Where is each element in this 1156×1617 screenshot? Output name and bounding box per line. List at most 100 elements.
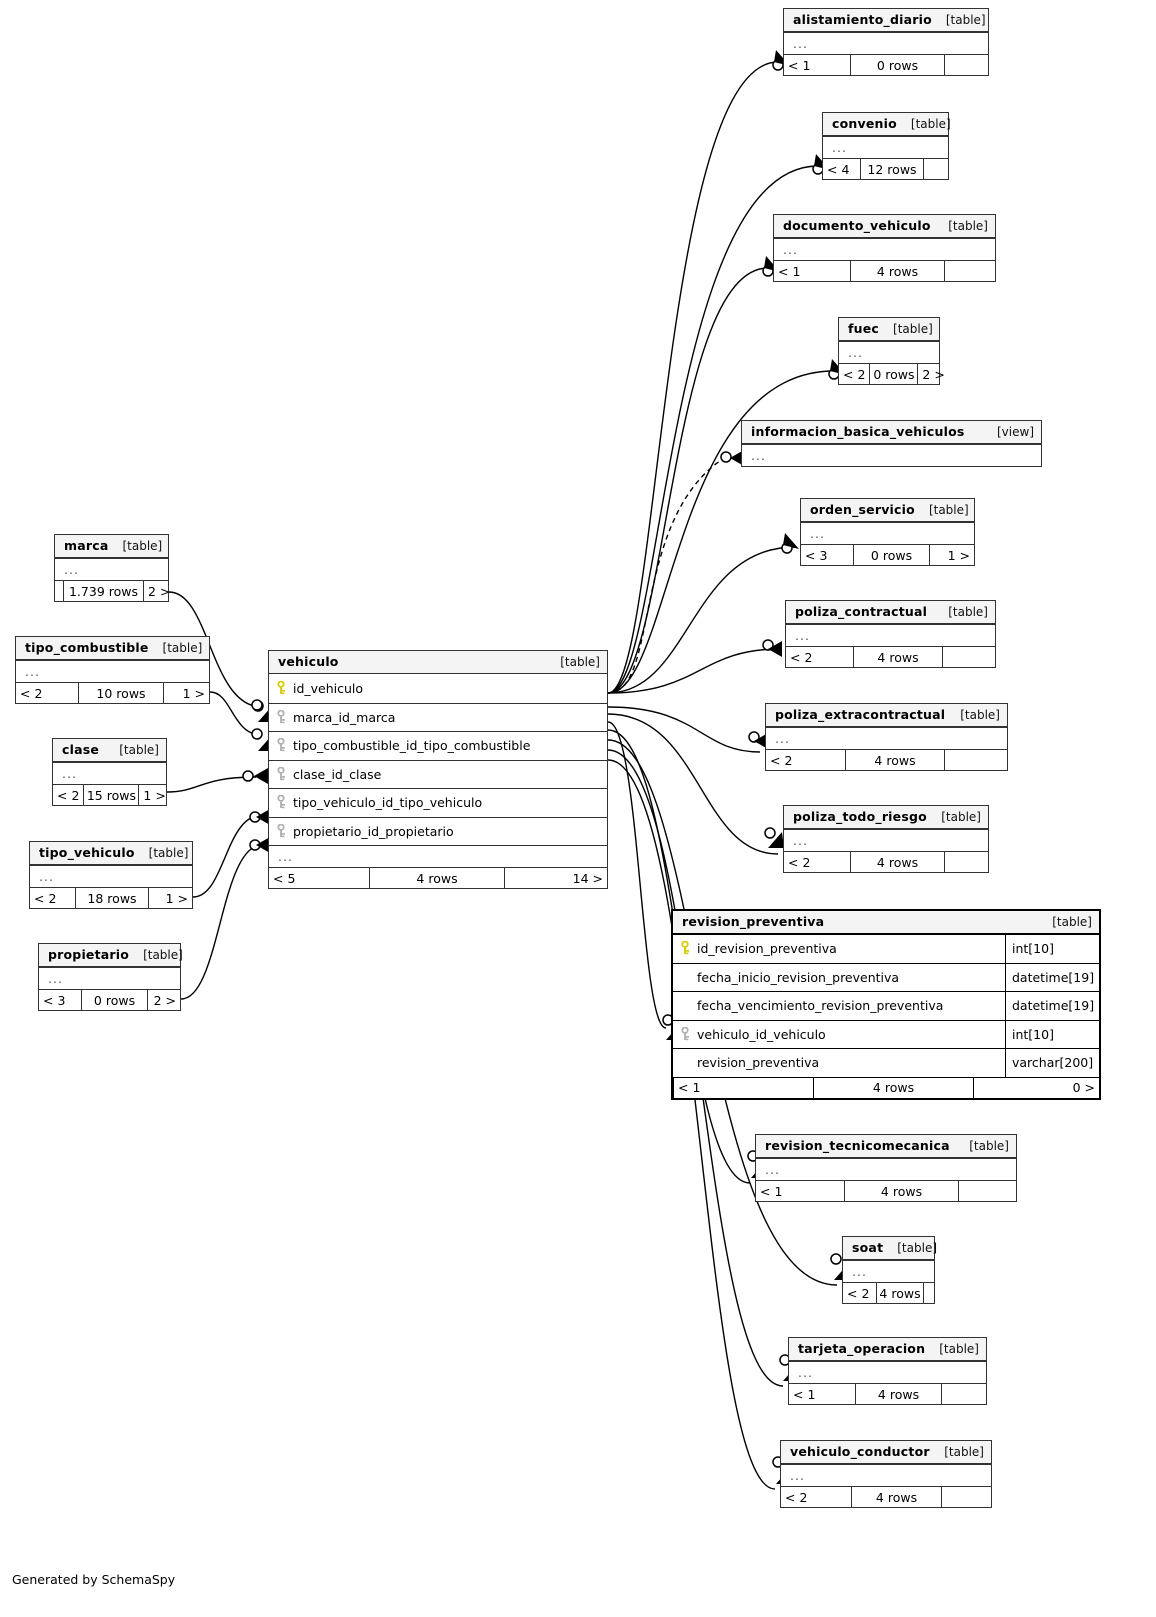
table-more-columns-ellipsis[interactable]: ... — [756, 1158, 1016, 1180]
table-name-convenio: convenio — [832, 116, 897, 131]
table-header-soat: soat[table] — [843, 1237, 937, 1260]
table-more-columns-ellipsis[interactable]: ... — [784, 829, 988, 851]
parent-relations-count: < 2 — [843, 366, 866, 382]
table-row[interactable]: tipo_combustible_id_tipo_combustible — [269, 731, 607, 760]
table-kind-clase: [table] — [119, 742, 159, 757]
table-box-revision_preventiva[interactable]: revision_preventiva[table]id_revision_pr… — [671, 909, 1101, 1100]
parent-relations-count: < 2 — [788, 854, 811, 870]
table-row[interactable]: propietario_id_propietario — [269, 816, 607, 846]
child-relations-count: 2 > — [917, 364, 948, 384]
table-kind-tipo_vehiculo: [table] — [148, 845, 189, 860]
table-more-columns-ellipsis[interactable]: ... — [53, 762, 166, 784]
table-box-informacion_basica_vehiculos[interactable]: informacion_basica_vehiculos [view]... — [741, 420, 1042, 467]
row-count: 4 rows — [845, 750, 944, 770]
table-name-revision_preventiva: revision_preventiva — [682, 914, 825, 929]
parent-relations-count: < 3 — [805, 547, 828, 563]
table-more-columns-ellipsis[interactable]: ... — [55, 558, 168, 580]
table-name-tipo_combustible: tipo_combustible — [25, 640, 149, 655]
table-kind-fuec: [table] — [893, 321, 933, 336]
column-name: clase_id_clase — [293, 766, 382, 782]
table-row[interactable]: marca_id_marca — [269, 702, 607, 732]
table-kind-informacion_basica_vehiculos: [view] — [997, 424, 1034, 439]
table-kind-vehiculo: [table] — [560, 654, 600, 669]
table-more-columns-ellipsis[interactable]: ... — [789, 1361, 986, 1383]
foreign-key-icon — [277, 795, 290, 810]
table-kind-poliza_todo_riesgo: [table] — [941, 809, 981, 824]
column-type: int[10] — [1005, 1020, 1099, 1048]
foreign-key-icon — [681, 1026, 694, 1042]
table-more-columns-ellipsis[interactable]: ... — [30, 865, 192, 887]
table-more-columns-ellipsis[interactable]: ... — [839, 341, 939, 363]
table-more-columns-ellipsis[interactable]: ... — [742, 444, 1041, 466]
table-more-columns-ellipsis[interactable]: ... — [269, 845, 607, 867]
parent-relations-count: < 2 — [34, 890, 57, 906]
foreign-key-icon — [277, 738, 290, 753]
child-relations-count: 1 > — [138, 785, 169, 805]
table-more-columns-ellipsis[interactable]: ... — [781, 1464, 991, 1486]
table-header-convenio: convenio [table] — [823, 113, 951, 136]
table-more-columns-ellipsis[interactable]: ... — [784, 32, 988, 54]
row-count: 15 rows — [83, 785, 138, 805]
column-name: propietario_id_propietario — [293, 823, 454, 839]
table-more-columns-ellipsis[interactable]: ... — [39, 967, 180, 989]
parent-relations-count: < 1 — [673, 1077, 813, 1098]
table-name-informacion_basica_vehiculos: informacion_basica_vehiculos — [751, 424, 965, 439]
foreign-key-icon — [277, 823, 290, 839]
table-more-columns-ellipsis[interactable]: ... — [766, 727, 1007, 749]
table-more-columns-ellipsis[interactable]: ... — [843, 1260, 934, 1282]
child-relations-count — [941, 1487, 991, 1507]
table-more-columns-ellipsis[interactable]: ... — [774, 238, 995, 260]
table-row[interactable]: tipo_vehiculo_id_tipo_vehiculo — [269, 788, 607, 817]
table-header-revision_tecnicomecanica: revision_tecnicomecanica[table] — [756, 1135, 1016, 1158]
row-count: 1.739 rows — [63, 581, 143, 601]
table-row[interactable]: id_vehiculo — [269, 674, 607, 703]
column-type: datetime[19] — [1005, 992, 1099, 1020]
table-kind-convenio: [table] — [910, 116, 951, 131]
row-count: 0 rows — [853, 545, 929, 565]
child-relations-count — [944, 261, 995, 281]
table-header-poliza_extracontractual: poliza_extracontractual[table] — [766, 704, 1007, 727]
table-more-columns-ellipsis[interactable]: ... — [801, 522, 974, 544]
child-relations-count — [944, 750, 1007, 770]
table-more-columns-ellipsis[interactable]: ... — [823, 136, 948, 158]
table-kind-tarjeta_operacion: [table] — [939, 1341, 979, 1356]
table-more-columns-ellipsis[interactable]: ... — [16, 660, 209, 682]
parent-relations-count — [55, 581, 63, 601]
child-relations-count — [942, 647, 995, 667]
table-row[interactable]: clase_id_clase — [269, 759, 607, 789]
table-more-columns-ellipsis[interactable]: ... — [786, 624, 995, 646]
